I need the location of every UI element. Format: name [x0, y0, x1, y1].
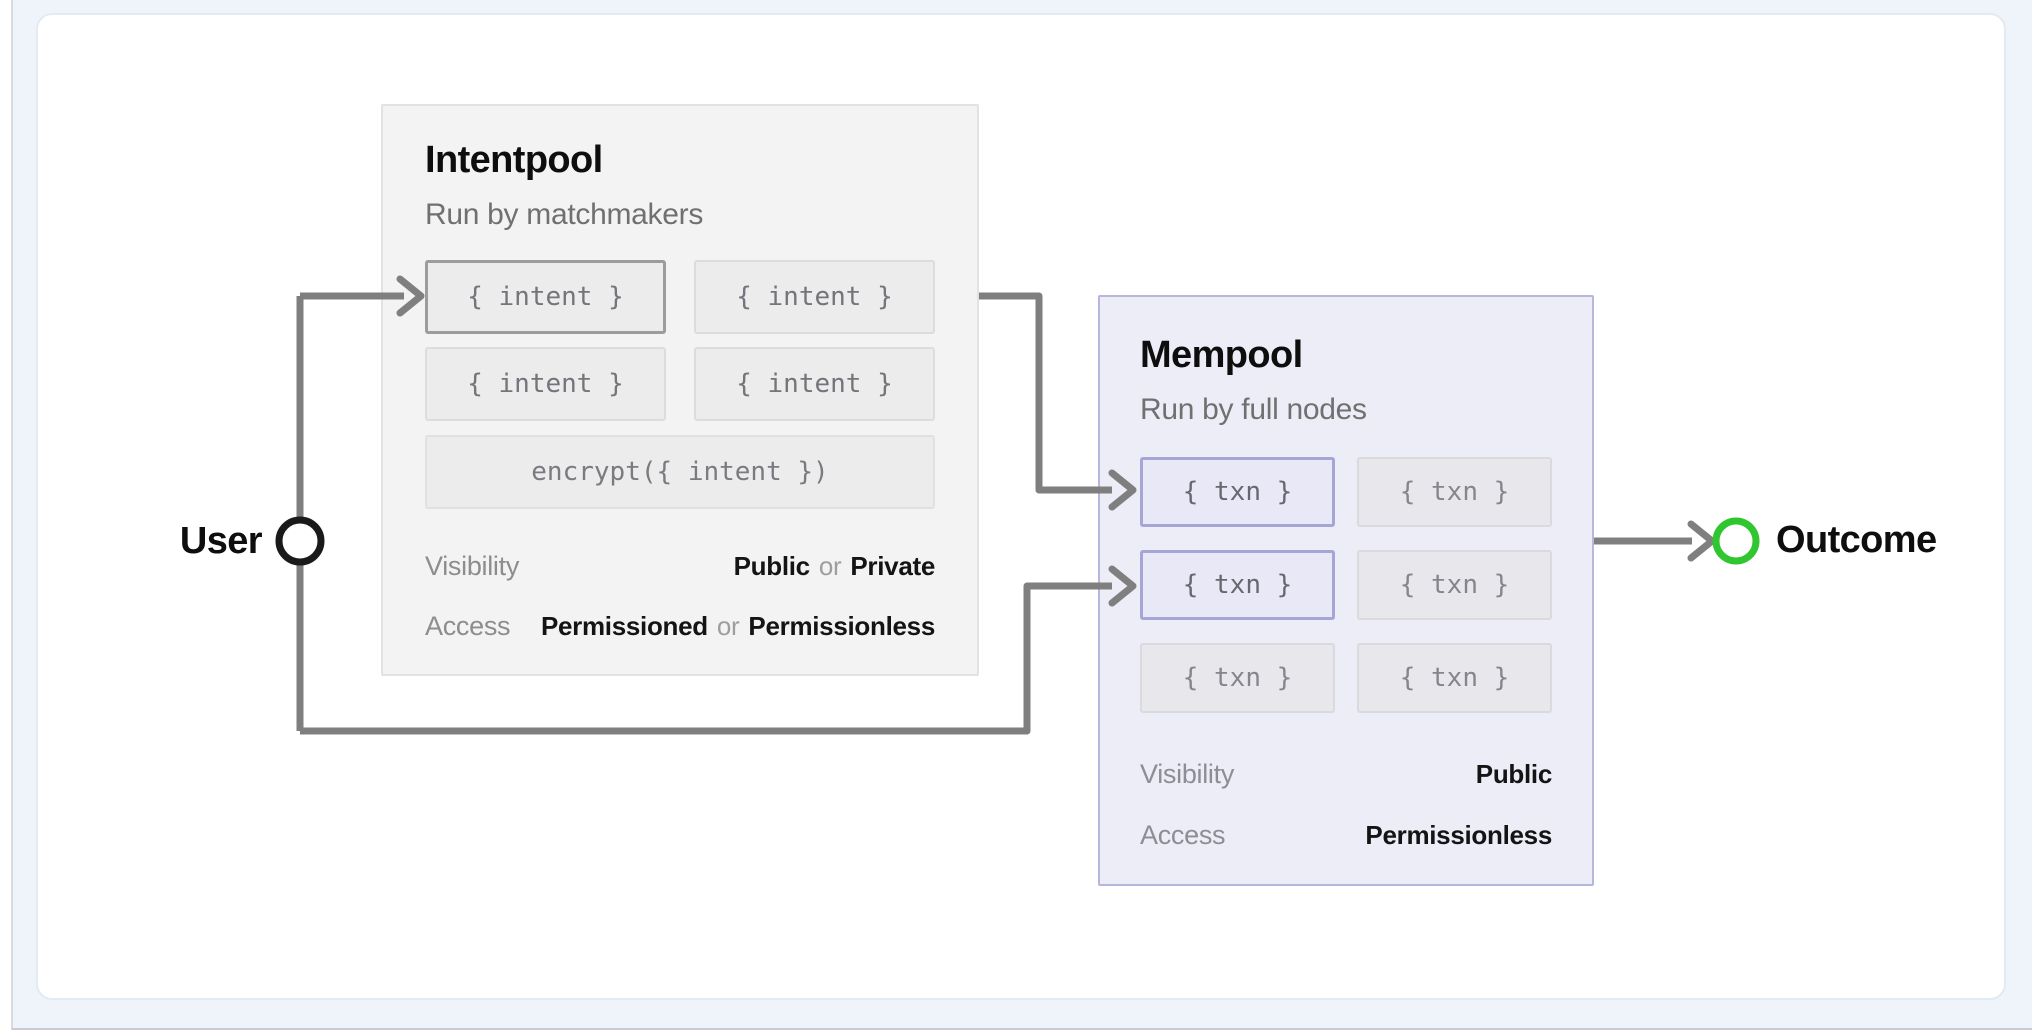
visibility-label: Visibility: [425, 551, 520, 581]
or-word: or: [818, 551, 842, 581]
txn-chip: { txn }: [1357, 457, 1552, 527]
mempool-subtitle: Run by full nodes: [1140, 393, 1367, 426]
txn-chip: { txn }: [1140, 643, 1335, 713]
intentpool-title: Intentpool: [425, 139, 603, 181]
access-value-permissionless: Permissionless: [748, 611, 935, 641]
access-value: Permissioned or Permissionless: [541, 610, 935, 642]
intentpool-subtitle: Run by matchmakers: [425, 198, 704, 231]
diagram-card: [36, 13, 2006, 1000]
visibility-value: Public or Private: [733, 550, 936, 582]
mempool-access-row: Access Permissionless: [1140, 819, 1552, 851]
access-value: Permissionless: [1365, 820, 1552, 850]
user-label: User: [179, 520, 263, 562]
intent-chip: { intent }: [425, 260, 666, 334]
intentpool-visibility-row: Visibility Public or Private: [425, 550, 935, 582]
txn-chip-grid: { txn } { txn } { txn } { txn } { txn } …: [1140, 457, 1552, 713]
mempool-box: Mempool Run by full nodes { txn } { txn …: [1098, 295, 1594, 886]
txn-chip: { txn }: [1140, 457, 1335, 527]
intent-chip: { intent }: [694, 347, 935, 421]
intent-chip: { intent }: [694, 260, 935, 334]
visibility-label: Visibility: [1140, 759, 1235, 789]
mempool-title: Mempool: [1140, 334, 1303, 376]
access-label: Access: [425, 611, 511, 641]
intentpool-access-row: Access Permissioned or Permissionless: [425, 610, 935, 642]
visibility-value-private: Private: [850, 551, 935, 581]
access-label: Access: [1140, 820, 1226, 850]
outcome-label: Outcome: [1776, 519, 1937, 561]
txn-chip: { txn }: [1357, 643, 1552, 713]
encrypt-intent-chip: encrypt({ intent }): [425, 435, 935, 509]
visibility-value-public: Public: [733, 551, 811, 581]
visibility-value: Public: [1475, 759, 1553, 789]
intentpool-box: Intentpool Run by matchmakers { intent }…: [381, 104, 979, 676]
intent-chip-grid: { intent } { intent } { intent } { inten…: [425, 260, 935, 421]
intent-chip: { intent }: [425, 347, 666, 421]
txn-chip: { txn }: [1357, 550, 1552, 620]
or-word: or: [716, 611, 740, 641]
access-value-permissioned: Permissioned: [540, 611, 708, 641]
mempool-visibility-row: Visibility Public: [1140, 758, 1552, 790]
txn-chip: { txn }: [1140, 550, 1335, 620]
